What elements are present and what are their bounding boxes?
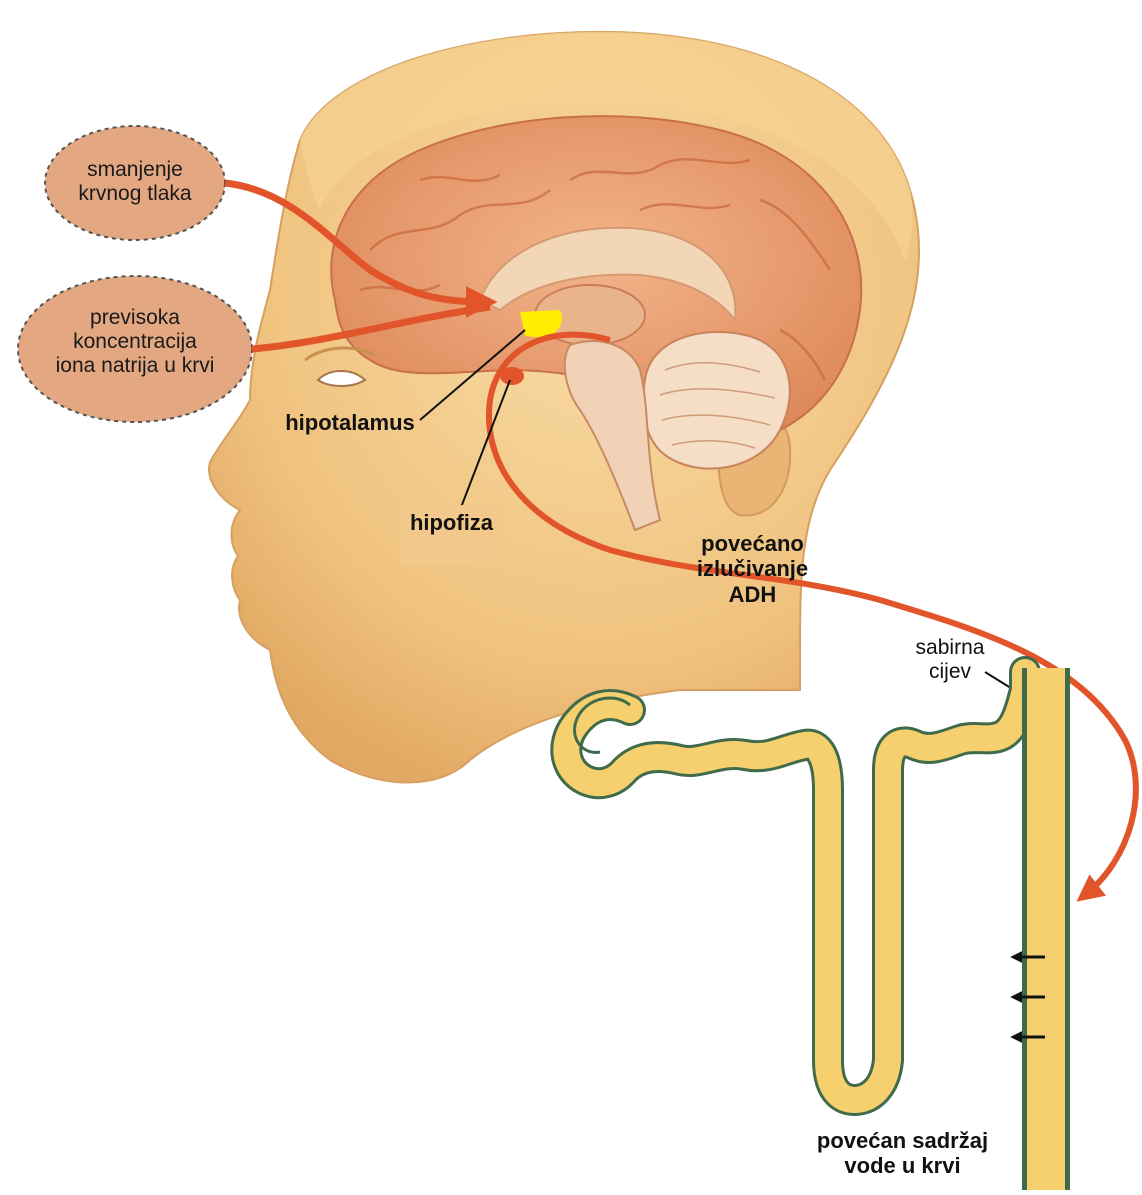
stimulus-high-sodium-text: previsoka koncentracija iona natrija u k… xyxy=(18,306,252,378)
collecting-duct-line: cijev xyxy=(895,660,1005,684)
adh-line: izlučivanje xyxy=(680,556,825,581)
result-line: povećan sadržaj xyxy=(780,1128,1025,1153)
stimulus-line: previsoka xyxy=(18,306,252,330)
stimulus-line: iona natrija u krvi xyxy=(18,354,252,378)
stimulus-low-pressure-text: smanjenje krvnog tlaka xyxy=(50,158,220,206)
nephron-tubule-lumen xyxy=(566,672,1025,1100)
nephron xyxy=(566,668,1070,1190)
stimulus-line: smanjenje xyxy=(50,158,220,182)
pituitary-label: hipofiza xyxy=(400,510,503,535)
stimulus-line: koncentracija xyxy=(18,330,252,354)
adh-label: povećano izlučivanje ADH xyxy=(680,531,825,607)
collecting-duct xyxy=(1027,668,1065,1190)
result-line: vode u krvi xyxy=(780,1153,1025,1178)
adh-line: povećano xyxy=(680,531,825,556)
collecting-duct-label: sabirna cijev xyxy=(895,636,1005,684)
stimulus-line: krvnog tlaka xyxy=(50,182,220,206)
adh-line: ADH xyxy=(680,582,825,607)
hypothalamus-label: hipotalamus xyxy=(270,410,430,435)
result-label: povećan sadržaj vode u krvi xyxy=(780,1128,1025,1179)
collecting-duct-line: sabirna xyxy=(895,636,1005,660)
